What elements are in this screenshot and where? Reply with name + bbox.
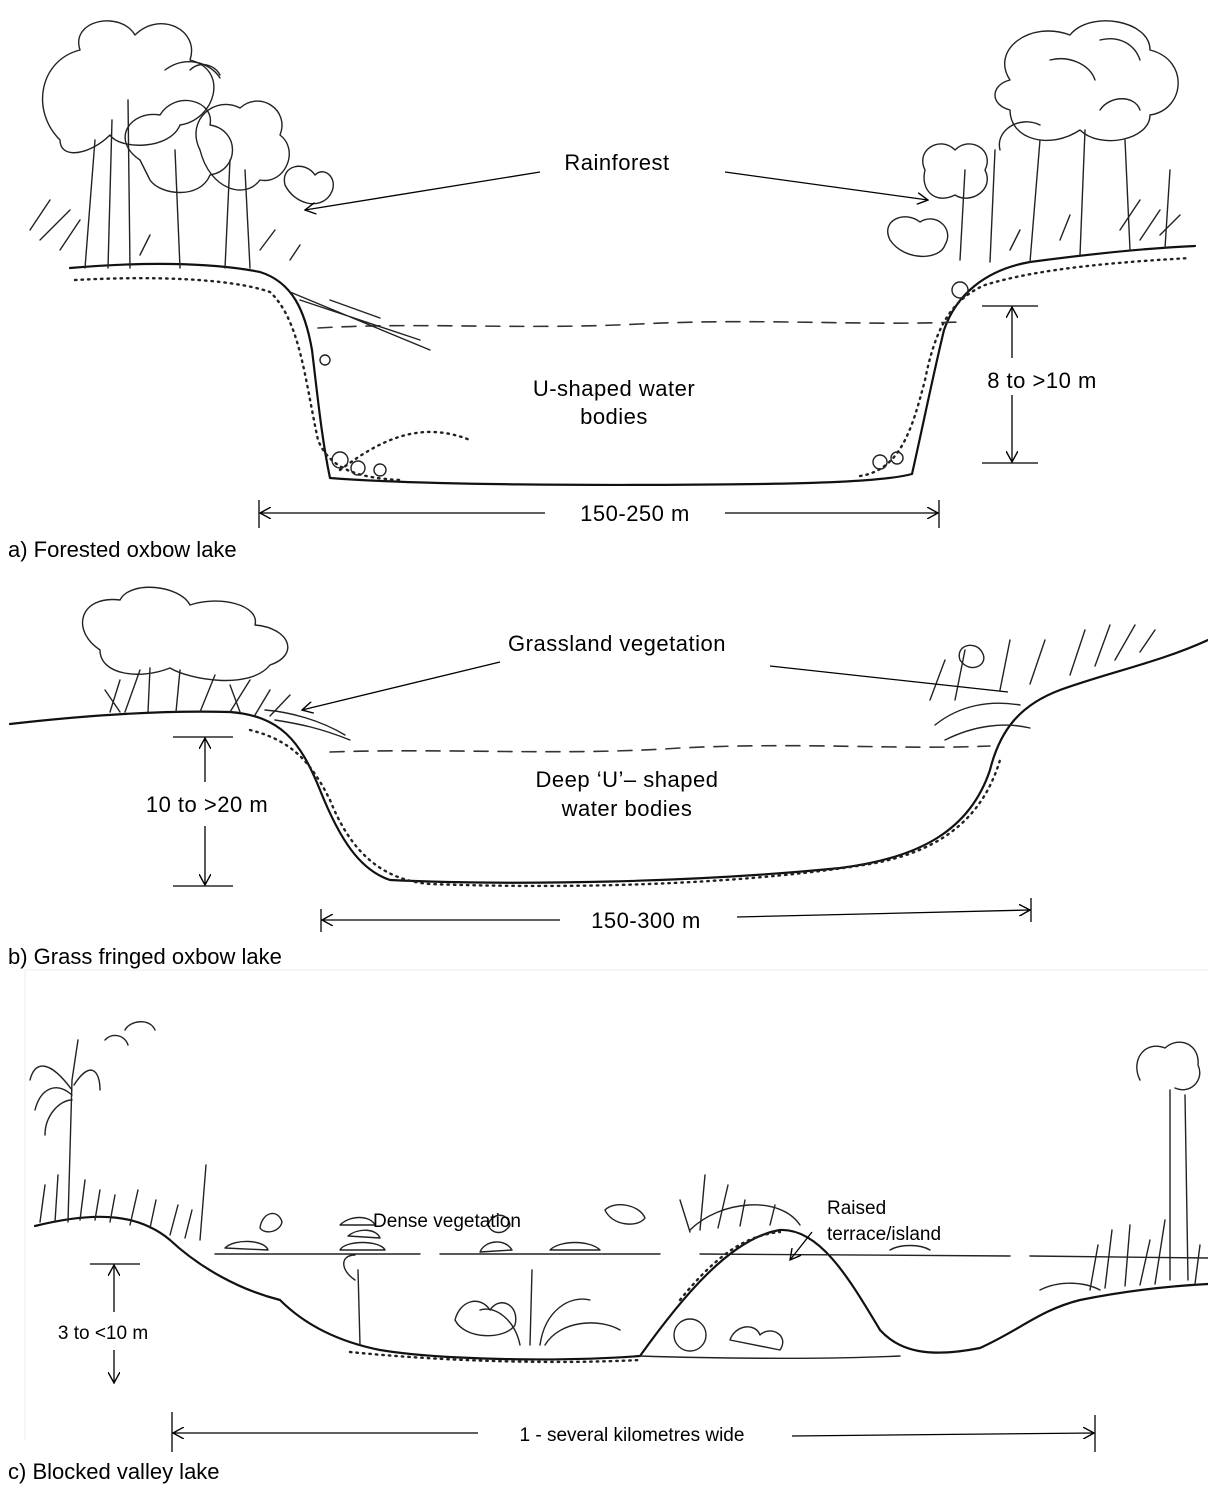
panel-a-depth-label: 8 to >10 m — [987, 368, 1097, 393]
panel-a-rainforest-arrow-left — [305, 172, 540, 210]
panel-a-vegetation-label: Rainforest — [564, 150, 669, 175]
panel-a-width-label: 150-250 m — [580, 501, 690, 526]
panel-b-depth-label: 10 to >20 m — [146, 792, 268, 817]
panel-c-island-label-line1: Raised — [827, 1198, 886, 1219]
panel-c-vegetation-label: Dense vegetation — [373, 1211, 521, 1232]
panel-b-vegetation-label: Grassland vegetation — [508, 631, 726, 656]
panel-c-width-label: 1 - several kilometres wide — [520, 1425, 745, 1446]
panel-a-water-label-line2: bodies — [580, 404, 648, 429]
panel-c-island-label-line2: terrace/island — [827, 1224, 941, 1245]
panel-b-cross-section — [10, 640, 1208, 886]
panel-c-blocked-valley-lake: Dense vegetation Raised terrace/island 3… — [8, 1022, 1208, 1484]
panel-c-island-arrow — [790, 1232, 812, 1260]
panel-a-forested-oxbow-lake: Rainforest U-shaped water bodies 8 to >1… — [8, 21, 1195, 562]
panel-b-width-label: 150-300 m — [591, 908, 701, 933]
panel-a-cross-section — [70, 246, 1195, 485]
panel-a-caption: a) Forested oxbow lake — [8, 537, 237, 562]
panel-a-water-label-line1: U-shaped water — [533, 376, 695, 401]
panel-b-grass-arrow-right — [770, 666, 1008, 692]
panel-b-grass-fringed-oxbow-lake: Grassland vegetation Deep ‘U’– shaped wa… — [8, 587, 1208, 969]
panel-b-water-label-line1: Deep ‘U’– shaped — [536, 767, 719, 792]
panel-b-caption: b) Grass fringed oxbow lake — [8, 944, 282, 969]
panel-c-caption: c) Blocked valley lake — [8, 1459, 220, 1484]
panel-b-water-label-line2: water bodies — [561, 796, 693, 821]
panel-a-rainforest-arrow-right — [725, 172, 928, 200]
panel-c-depth-label: 3 to <10 m — [58, 1323, 148, 1344]
panel-c-shore-vegetation — [30, 1022, 1200, 1290]
panel-b-grass-arrow-left — [302, 662, 500, 710]
panel-a-rainforest-trees — [30, 21, 1180, 268]
panel-b-grassland-vegetation — [83, 587, 1155, 740]
panel-c-cross-section — [35, 1175, 1208, 1362]
